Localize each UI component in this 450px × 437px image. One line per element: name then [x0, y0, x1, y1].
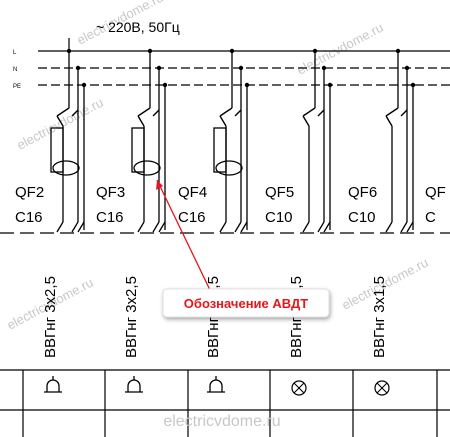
socket-icon-arc [46, 379, 60, 392]
neutral-contact [234, 109, 242, 117]
rcbo-toroid [215, 160, 243, 176]
callout-box [162, 288, 330, 318]
cable-skew-1 [56, 221, 64, 233]
cable-skew-3 [77, 221, 85, 233]
breaker-rating: C [425, 209, 436, 226]
rcbo-body [213, 127, 227, 173]
rcbo-toroid [133, 160, 161, 176]
breaker-contact [302, 107, 316, 117]
cable-skew-1 [385, 221, 393, 233]
breaker-contact-lower [137, 115, 145, 127]
breaker-column-qf5: QF5C10ВВГнг 3х1,5 [265, 48, 333, 396]
lamp-icon-x2 [376, 382, 388, 394]
breaker-rating: C10 [348, 209, 376, 226]
cable-skew-3 [158, 221, 166, 233]
breaker-column-qf4: QF4C16ВВГнг 3х2,5 [178, 48, 250, 393]
watermark-1: electricvdome.ru [294, 20, 385, 78]
rcbo-toroid [52, 160, 80, 176]
bus-label-n: N [13, 67, 17, 73]
breaker-contact [219, 107, 233, 117]
breaker-rating: C16 [15, 209, 43, 226]
cable-skew-3 [323, 221, 331, 233]
cable-skew-1 [219, 221, 227, 233]
rcbo-body [131, 127, 145, 173]
cable-skew-2 [71, 221, 79, 233]
breaker-contact-lower [385, 115, 393, 127]
cable-skew-1 [137, 221, 145, 233]
neutral-contact [152, 109, 160, 117]
cable-label: ВВГнг 3х2,5 [123, 276, 140, 358]
breaker-contact-lower [219, 115, 227, 127]
socket-icon-arc [127, 379, 141, 392]
neutral-contact [400, 109, 408, 117]
cable-label: ВВГнг 3х2,5 [42, 276, 59, 358]
cable-skew-2 [234, 221, 242, 233]
breaker-id: QF3 [96, 184, 125, 201]
cable-skew-2 [317, 221, 325, 233]
callout-arrow-line [156, 179, 211, 291]
breaker-rating: C10 [265, 209, 293, 226]
breaker-contact-lower [56, 115, 64, 127]
breaker-id: QF5 [265, 184, 294, 201]
lamp-icon-x2 [293, 382, 305, 394]
callout: Обозначение АВДТ [162, 288, 330, 318]
breaker-id: QF6 [348, 184, 377, 201]
neutral-contact [71, 109, 79, 117]
cable-skew-2 [400, 221, 408, 233]
lamp-icon [374, 380, 390, 396]
cable-skew-1 [302, 221, 310, 233]
supply-label: ~ 220В, 50Гц [96, 19, 180, 35]
breaker-rating: C16 [96, 209, 124, 226]
cable-skew-2 [152, 221, 160, 233]
bus-label-l: L [13, 50, 17, 56]
socket-icon-arc [209, 379, 223, 392]
callout-text: Обозначение АВДТ [184, 296, 308, 311]
breaker-id: QF4 [178, 184, 207, 201]
breaker-contact [385, 107, 399, 117]
watermark-bottom: electricvdome.ru [163, 413, 280, 430]
cable-label: ВВГнг 3х1,5 [371, 276, 388, 358]
breaker-rating: C16 [178, 209, 206, 226]
neutral-contact [317, 109, 325, 117]
callout-arrowhead [156, 180, 163, 190]
cable-skew-3 [240, 221, 248, 233]
breaker-contact-lower [302, 115, 310, 127]
breaker-id: QF2 [15, 184, 44, 201]
breaker-column-qf: QF C [425, 184, 446, 226]
lamp-icon [291, 380, 307, 396]
breaker-contact [137, 107, 151, 117]
watermark-2: electricvdome.ru [14, 95, 105, 153]
cable-skew-3 [406, 221, 414, 233]
bus-label-pe: PE [13, 84, 21, 90]
breaker-contact [56, 107, 70, 117]
breaker-id: QF [425, 184, 446, 201]
